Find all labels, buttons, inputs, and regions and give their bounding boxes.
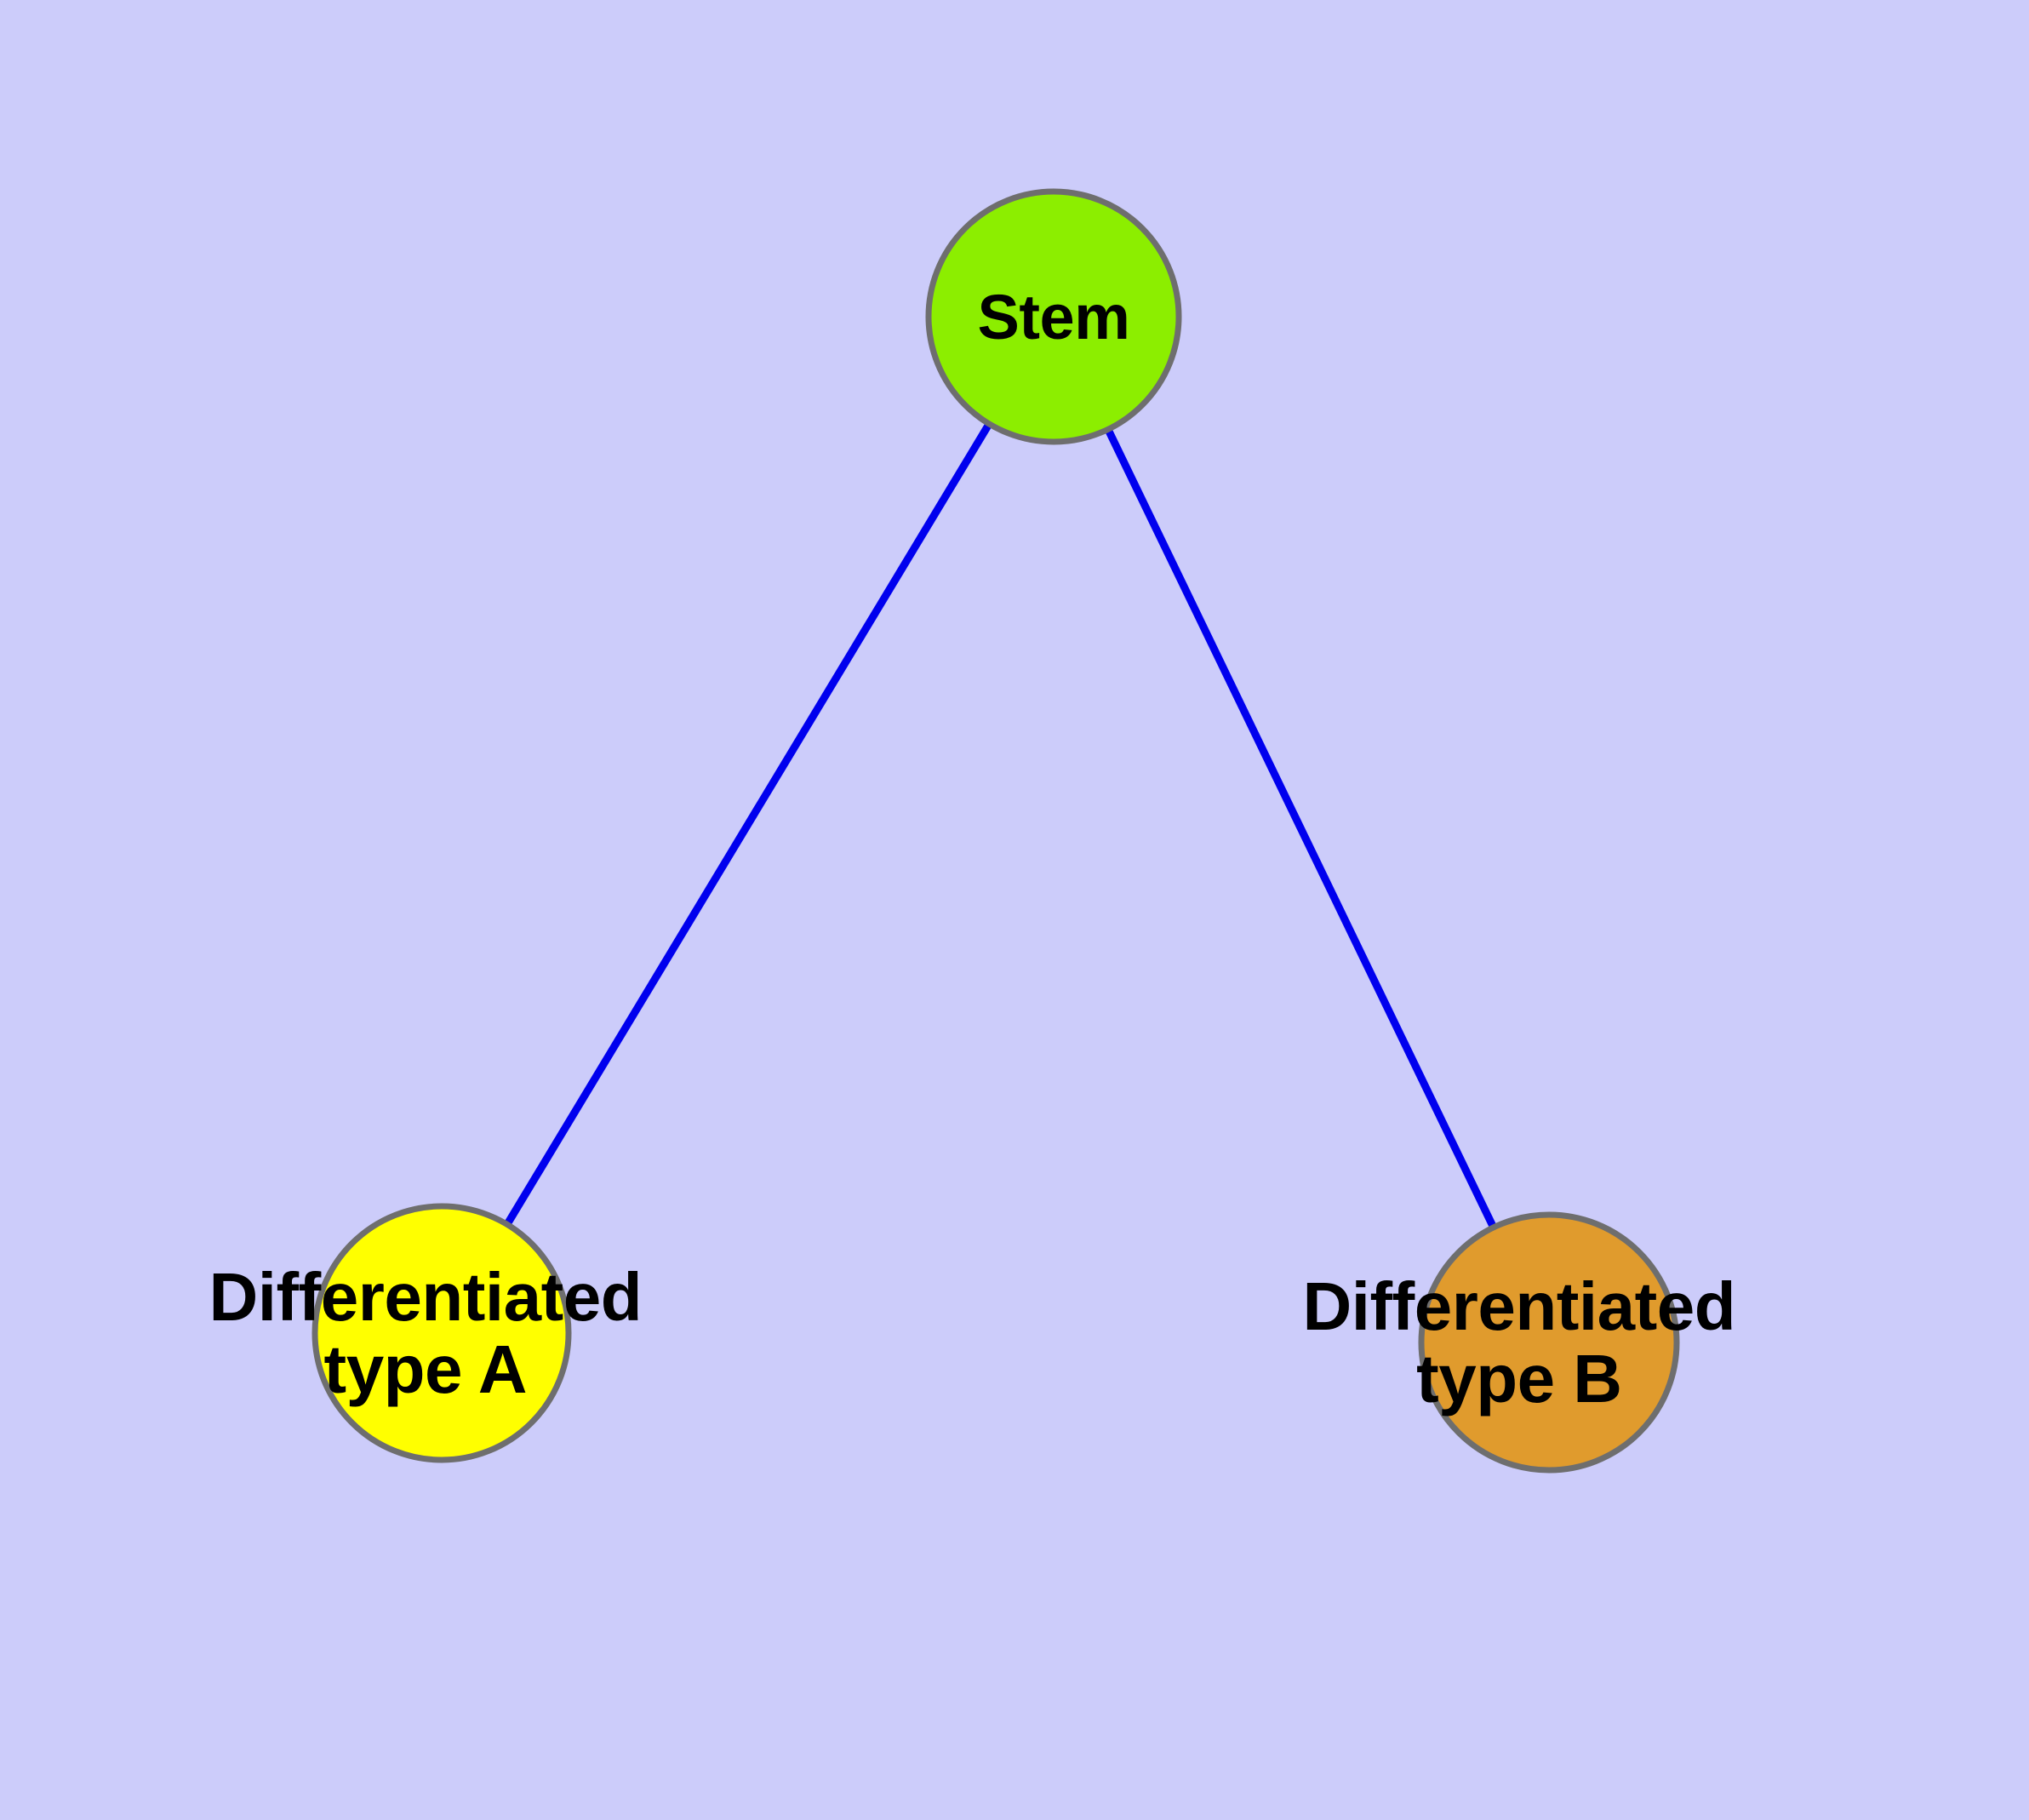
graph-node-diff-b[interactable]: [1418, 1211, 1680, 1474]
graph-node-stem[interactable]: [925, 188, 1182, 445]
nodes-layer: [311, 188, 1680, 1474]
edges-layer: [438, 314, 1553, 1344]
graph-edge[interactable]: [438, 314, 1057, 1336]
graph-edge[interactable]: [1049, 315, 1553, 1344]
graph-node-diff-a[interactable]: [311, 1203, 572, 1463]
